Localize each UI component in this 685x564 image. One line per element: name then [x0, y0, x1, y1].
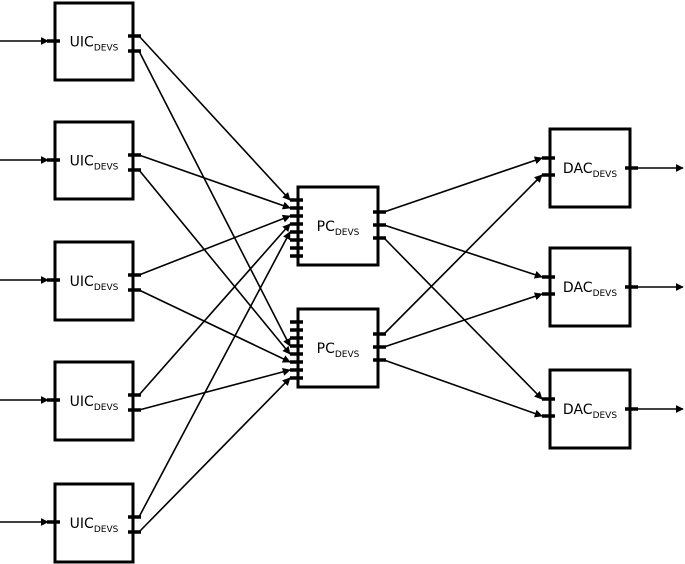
block-label: PCDEVS — [317, 219, 360, 238]
block-label: UICDEVS — [70, 516, 119, 535]
block-subscript: DEVS — [94, 163, 119, 173]
block-name: PC — [317, 341, 335, 357]
wire-uic1-pc2 — [138, 50, 291, 347]
block-pc1[interactable]: PCDEVS — [290, 185, 386, 267]
block-frame — [53, 482, 135, 564]
block-label: DACDEVS — [563, 280, 617, 299]
block-uic2[interactable]: UICDEVS — [47, 120, 141, 201]
block-frame — [53, 1, 135, 82]
wire-uic1-pc1 — [138, 35, 291, 201]
wire-pc2-dac3 — [383, 359, 543, 418]
wire-pc2-dac2 — [383, 292, 543, 348]
wire-uic4-pc1 — [138, 223, 291, 396]
block-uic3[interactable]: UICDEVS — [47, 240, 141, 322]
block-frame — [548, 246, 632, 328]
block-frame — [296, 185, 380, 267]
block-name: DAC — [563, 402, 593, 418]
block-subscript: DEVS — [94, 525, 119, 535]
block-name: PC — [317, 219, 335, 235]
block-subscript: DEVS — [94, 44, 119, 54]
block-subscript: DEVS — [335, 350, 360, 360]
block-subscript: DEVS — [94, 283, 119, 293]
block-label: DACDEVS — [563, 402, 617, 421]
block-subscript: DEVS — [593, 170, 618, 180]
block-subscript: DEVS — [593, 289, 618, 299]
block-label: PCDEVS — [317, 341, 360, 360]
block-name: UIC — [70, 274, 94, 290]
wire-pc1-dac3 — [383, 237, 543, 400]
block-subscript: DEVS — [94, 403, 119, 413]
block-frame — [53, 360, 135, 442]
block-label: UICDEVS — [70, 274, 119, 293]
wire-uic2-pc2 — [138, 169, 291, 355]
block-name: UIC — [70, 35, 94, 51]
block-label: UICDEVS — [70, 394, 119, 413]
block-frame — [296, 307, 380, 389]
block-frame — [53, 120, 135, 201]
block-label: UICDEVS — [70, 35, 119, 54]
block-uic1[interactable]: UICDEVS — [47, 1, 141, 82]
wire-pc2-dac1 — [383, 174, 543, 335]
block-label: DACDEVS — [563, 161, 617, 180]
wire-pc1-dac1 — [383, 156, 543, 213]
wire-pc1-dac2 — [383, 224, 543, 279]
block-name: UIC — [70, 516, 94, 532]
block-dac2[interactable]: DACDEVS — [542, 246, 638, 328]
block-frame — [548, 127, 632, 209]
block-frame — [53, 240, 135, 322]
block-name: UIC — [70, 154, 94, 170]
block-frame — [548, 368, 632, 450]
wire-uic3-pc2 — [138, 289, 291, 363]
block-label: UICDEVS — [70, 154, 119, 173]
block-name: UIC — [70, 394, 94, 410]
block-subscript: DEVS — [593, 411, 618, 421]
block-name: DAC — [563, 280, 593, 296]
block-uic5[interactable]: UICDEVS — [47, 482, 141, 564]
wire-uic5-pc2 — [138, 377, 291, 533]
wire-uic4-pc2 — [138, 367, 291, 411]
block-name: DAC — [563, 161, 593, 177]
block-pc2[interactable]: PCDEVS — [290, 307, 386, 389]
block-subscript: DEVS — [335, 228, 360, 238]
connections — [0, 35, 684, 533]
wire-uic3-pc1 — [138, 214, 291, 276]
block-uic4[interactable]: UICDEVS — [47, 360, 141, 442]
block-dac3[interactable]: DACDEVS — [542, 368, 638, 450]
blocks: UICDEVSUICDEVSUICDEVSUICDEVSUICDEVSPCDEV… — [47, 1, 638, 564]
wire-uic2-pc1 — [138, 154, 291, 210]
block-dac1[interactable]: DACDEVS — [542, 127, 638, 209]
wire-uic5-pc1 — [138, 231, 291, 518]
